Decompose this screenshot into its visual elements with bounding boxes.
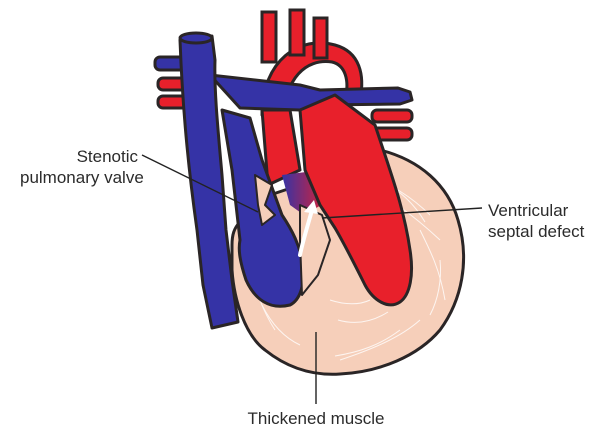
label-stenotic-line1: Stenotic xyxy=(20,146,138,167)
label-stenotic-line2: pulmonary valve xyxy=(20,167,138,188)
label-vsd-line1: Ventricular xyxy=(488,200,584,221)
label-thickened-muscle: Thickened muscle xyxy=(216,408,416,429)
aortic-branch-1 xyxy=(262,12,276,62)
vena-cava-opening xyxy=(180,33,212,43)
label-vsd-line2: septal defect xyxy=(488,221,584,242)
aortic-branch-3 xyxy=(314,18,327,58)
label-stenotic-pulmonary-valve: Stenotic pulmonary valve xyxy=(20,146,138,188)
aortic-branch-2 xyxy=(290,10,304,55)
label-thickened-muscle-text: Thickened muscle xyxy=(216,408,416,429)
label-ventricular-septal-defect: Ventricular septal defect xyxy=(488,200,584,242)
pulmonary-vein-1 xyxy=(372,110,412,122)
